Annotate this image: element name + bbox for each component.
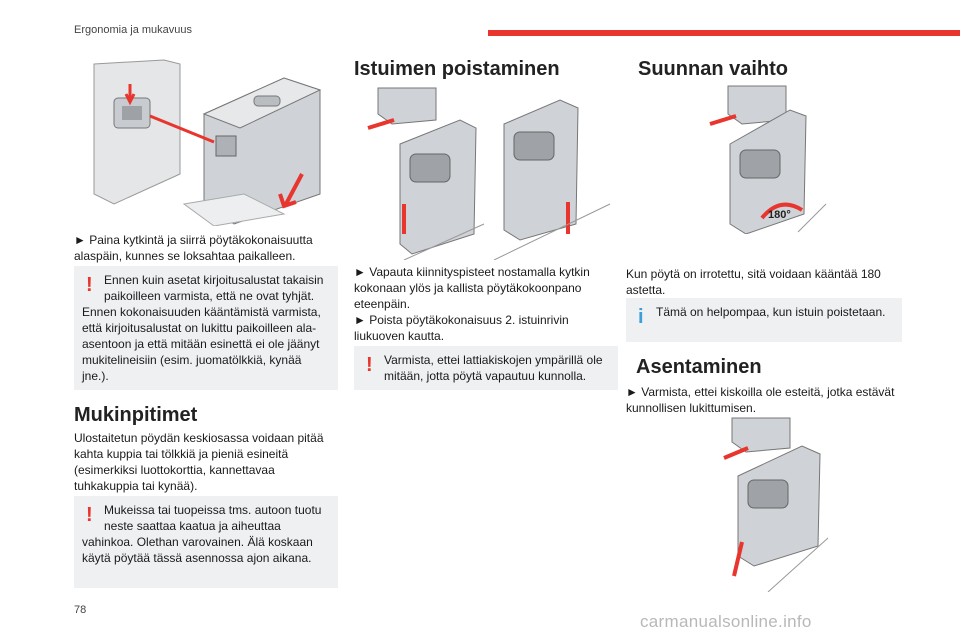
col2-step1: ► Vapauta kiinnityspisteet nostamalla ky…	[354, 265, 590, 311]
warning-text-first: Ennen kuin asetat kirjoitusalustat takai…	[104, 273, 324, 303]
watermark: carmanualsonline.info	[640, 612, 812, 631]
asentaminen-heading: Asentaminen	[636, 356, 762, 378]
warning-icon: !	[366, 354, 373, 376]
mukinpitimet-paragraph: Ulostaitetun pöydän keskiosassa voidaan …	[74, 431, 324, 493]
warning-icon: !	[86, 274, 93, 296]
info-text: Tämä on helpompaa, kun istuin poistetaan…	[656, 305, 886, 319]
direction-change-illustration: 180°	[706, 84, 830, 234]
warning-text-first: Mukeissa tai tuopeissa tms. autoon tuotu…	[104, 503, 322, 533]
warning-box: ! Varmista, ettei lattiakiskojen ympäril…	[354, 346, 618, 390]
mukinpitimet-heading: Mukinpitimet	[74, 404, 198, 426]
info-box: i Tämä on helpompaa, kun istuin poisteta…	[626, 298, 902, 342]
warning-box: ! Ennen kuin asetat kirjoitusalustat tak…	[74, 266, 338, 390]
col2-step2: ► Poista pöytäkokonaisuus 2. istuinrivin…	[354, 313, 569, 343]
warning-box: ! Mukeissa tai tuopeissa tms. autoon tuo…	[74, 496, 338, 588]
header-accent-bar	[488, 30, 960, 36]
rotation-badge: 180°	[768, 209, 791, 221]
section-title: Ergonomia ja mukavuus	[74, 24, 193, 36]
table-lock-illustration	[84, 54, 340, 226]
warning-text-rest: Ennen kokonaisuuden kääntämistä varmista…	[82, 305, 321, 383]
suunnan-vaihto-heading: Suunnan vaihto	[638, 58, 788, 80]
info-icon: i	[638, 306, 644, 328]
col3-paragraph: Kun pöytä on irrotettu, sitä voidaan kää…	[626, 267, 881, 297]
seat-removal-illustration	[364, 84, 614, 260]
col1-step: ► Paina kytkintä ja siirrä pöytäkokonais…	[74, 233, 313, 263]
istuimen-poistaminen-heading: Istuimen poistaminen	[354, 58, 560, 80]
installation-illustration	[720, 416, 830, 592]
warning-icon: !	[86, 504, 93, 526]
warning-text-rest: vahinkoa. Olethan varovainen. Älä koskaa…	[82, 535, 313, 565]
warning-text: Varmista, ettei lattiakiskojen ympärillä…	[384, 353, 603, 383]
page-number: 78	[74, 604, 87, 616]
col3-step: ► Varmista, ettei kiskoilla ole esteitä,…	[626, 385, 895, 415]
